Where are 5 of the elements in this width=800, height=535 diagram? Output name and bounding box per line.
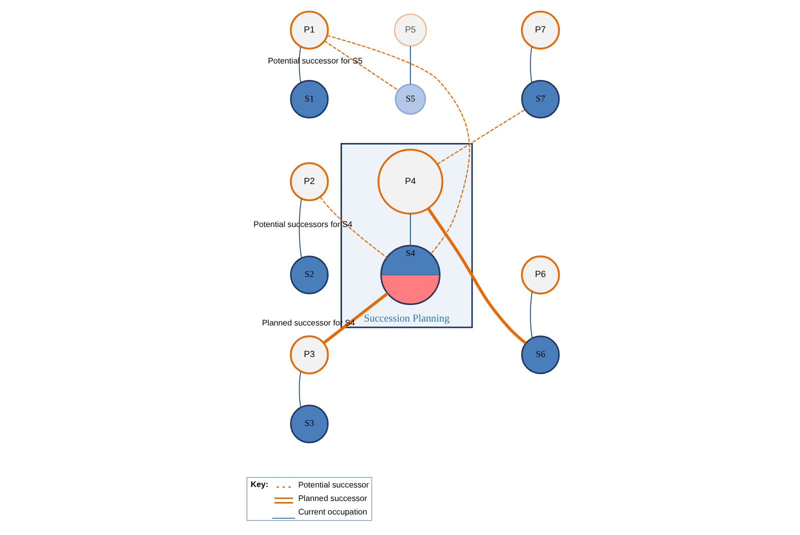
edge-label: Potential successor for S5	[268, 56, 363, 66]
legend-label: Potential successor	[298, 480, 369, 490]
legend-label: Current occupation	[298, 507, 368, 516]
label: Key:	[250, 480, 268, 489]
legend-label: Planned successor	[298, 494, 368, 504]
